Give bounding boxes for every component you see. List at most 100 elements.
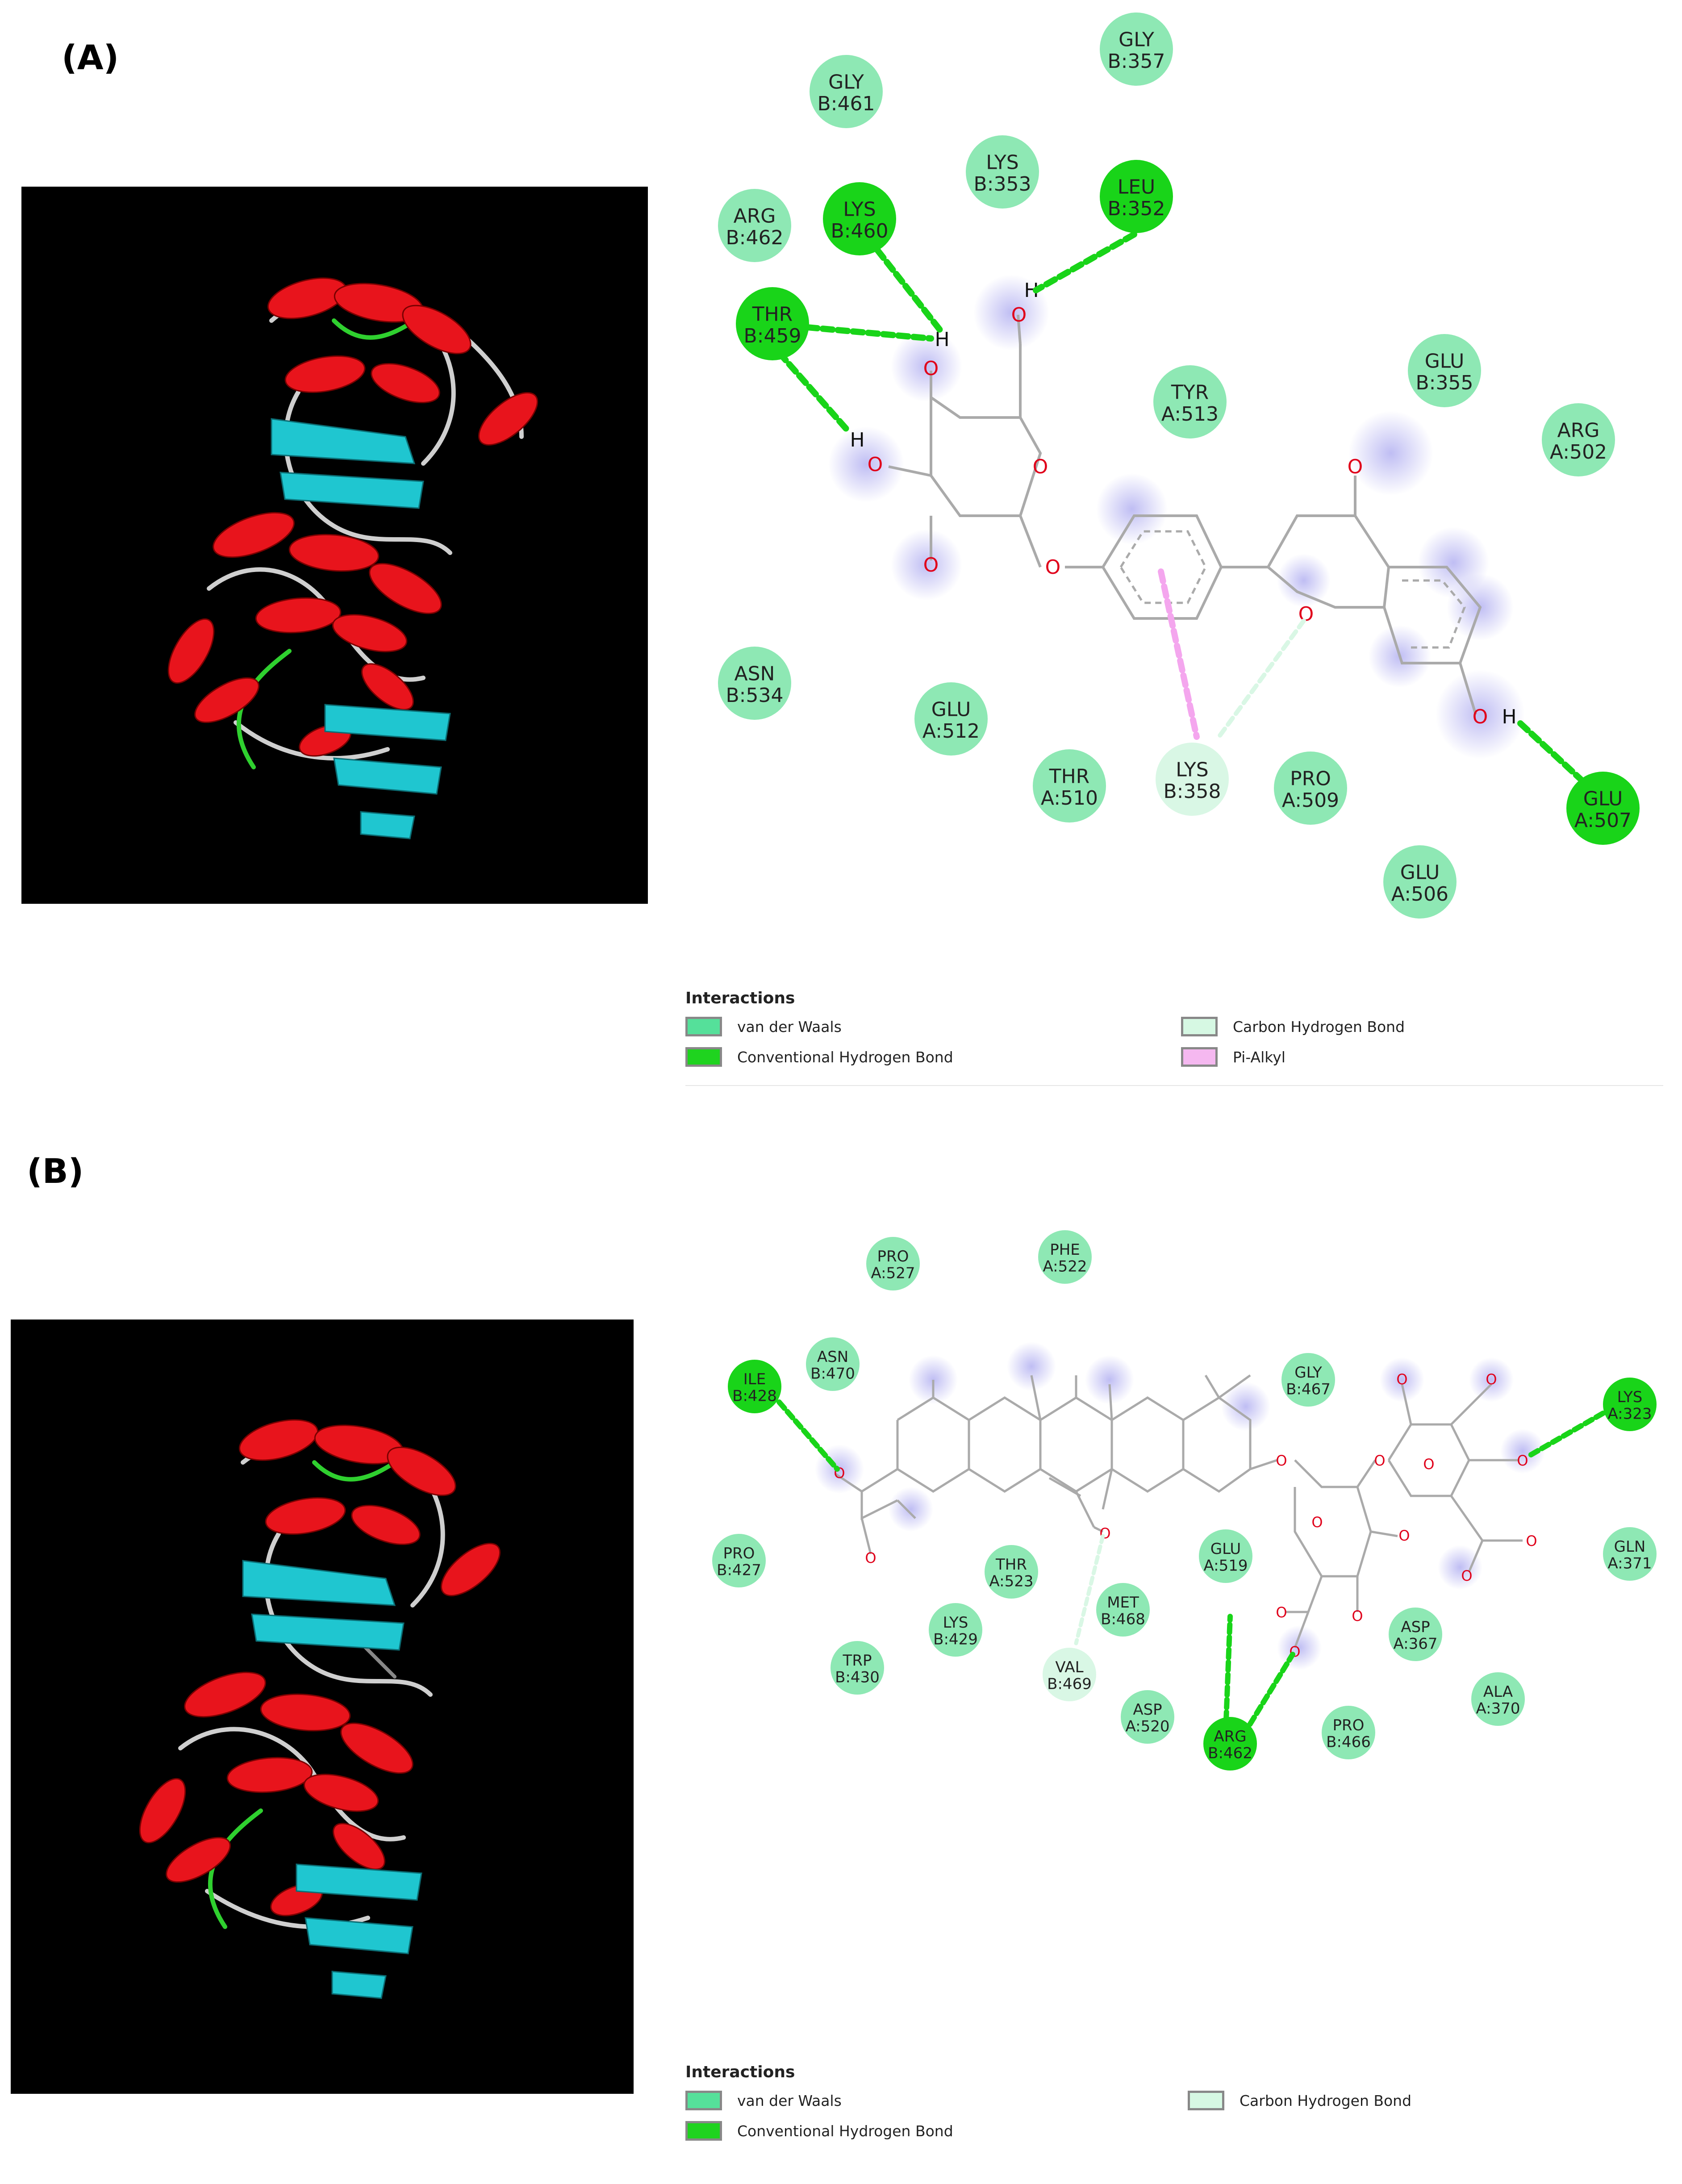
legend-item-vdw: van der Waals — [685, 1017, 842, 1036]
residue-circle — [1603, 1378, 1657, 1431]
atom-o: O — [1348, 455, 1363, 478]
residue-circle — [1274, 752, 1347, 825]
legend-swatch — [685, 1047, 722, 1067]
legend-item-chbond: Carbon Hydrogen Bond — [1181, 1017, 1405, 1036]
residue-circle — [1156, 743, 1229, 816]
legend-item-vdw: van der Waals — [685, 2091, 842, 2110]
legend-swatch — [1181, 1047, 1218, 1067]
residue-name: ARG — [1214, 1728, 1246, 1746]
atom-o: O — [1352, 1608, 1363, 1624]
residue-name: PHE — [1050, 1241, 1080, 1259]
legend-swatch — [685, 2121, 722, 2141]
residue-name: PRO — [1333, 1716, 1365, 1734]
residue-name: THR — [752, 303, 793, 326]
residue-id: A:527 — [871, 1264, 915, 1282]
residue-name: GLY — [1119, 28, 1154, 51]
atom-o: O — [923, 554, 939, 576]
residue-id: B:467 — [1286, 1380, 1331, 1398]
residue-circle — [1322, 1706, 1375, 1759]
legend-label: Conventional Hydrogen Bond — [737, 1048, 953, 1066]
atom-o: O — [865, 1549, 876, 1566]
residue-id: A:519 — [1203, 1557, 1248, 1574]
residue-id: B:461 — [818, 92, 875, 115]
protein-structure-image-b — [11, 1320, 634, 2094]
ligand-a-aromatic — [1119, 530, 1466, 649]
ligand-a-bonds — [888, 314, 1482, 715]
residue-id: A:510 — [1041, 787, 1098, 810]
legend-label: Pi-Alkyl — [1233, 1048, 1285, 1066]
residue-id: B:430 — [835, 1668, 880, 1686]
residue-name: PRO — [723, 1545, 755, 1562]
residue-group-b: PROA:527PHEA:522ASNB:470ILEB:428GLYB:467… — [712, 1230, 1657, 1771]
residue-circle — [866, 1237, 920, 1290]
residue-name: ARG — [734, 205, 776, 227]
residue-name: TYR — [1171, 381, 1209, 404]
atom-h: H — [1502, 706, 1516, 728]
residue-circle — [1281, 1353, 1335, 1407]
residue-circle — [728, 1360, 781, 1413]
residue-circle — [712, 1534, 766, 1587]
residue-id: B:534 — [726, 684, 784, 707]
legend-swatch — [1181, 1017, 1218, 1036]
residue-circle — [914, 682, 988, 756]
residue-id: B:353 — [974, 173, 1031, 196]
residue-name: ASP — [1133, 1701, 1162, 1719]
residue-circle — [1203, 1717, 1257, 1771]
residue-circle — [1199, 1529, 1252, 1583]
residue-id: A:509 — [1282, 789, 1339, 812]
legend-item-pialkyl: Pi-Alkyl — [1181, 1047, 1285, 1067]
atom-h: H — [850, 429, 864, 451]
atom-o: O — [1011, 304, 1027, 326]
residue-circle — [718, 647, 791, 720]
residue-name: LYS — [1176, 758, 1208, 781]
residue-circle — [1542, 403, 1615, 476]
residue-name: LYS — [1617, 1388, 1643, 1406]
atom-o: O — [1276, 1452, 1287, 1469]
atom-o: O — [1461, 1567, 1472, 1584]
residue-circle — [1566, 772, 1640, 845]
ligand-b-interaction-lines — [776, 1399, 1606, 1737]
legend-swatch — [685, 2091, 722, 2110]
ligand-b-bonds — [834, 1374, 1523, 1648]
ligand-b-double-bond — [1048, 1477, 1081, 1497]
residue-name: TRP — [843, 1652, 872, 1670]
residue-name: GLN — [1614, 1538, 1646, 1556]
residue-circle — [823, 182, 896, 255]
protein-structure-image-a — [21, 187, 648, 904]
residue-id: A:506 — [1391, 883, 1448, 906]
residue-name: LYS — [943, 1614, 968, 1632]
residue-id: A:323 — [1607, 1405, 1652, 1423]
residue-circle — [985, 1545, 1038, 1599]
legend-label: Carbon Hydrogen Bond — [1233, 1018, 1405, 1036]
residue-id: B:462 — [726, 226, 784, 249]
residue-name: GLY — [1294, 1364, 1322, 1382]
residue-id: B:352 — [1108, 197, 1165, 220]
residue-circle — [736, 287, 809, 360]
residue-name: GLU — [1210, 1540, 1241, 1558]
legend-title: Interactions — [685, 989, 795, 1007]
residue-name: GLY — [828, 71, 864, 93]
residue-id: B:469 — [1047, 1675, 1092, 1693]
ligand-b-oxygens: O O O O O O O O O O O O O O O O — [834, 1371, 1537, 1660]
atom-o: O — [1276, 1604, 1287, 1621]
residue-id: B:428 — [732, 1387, 777, 1405]
